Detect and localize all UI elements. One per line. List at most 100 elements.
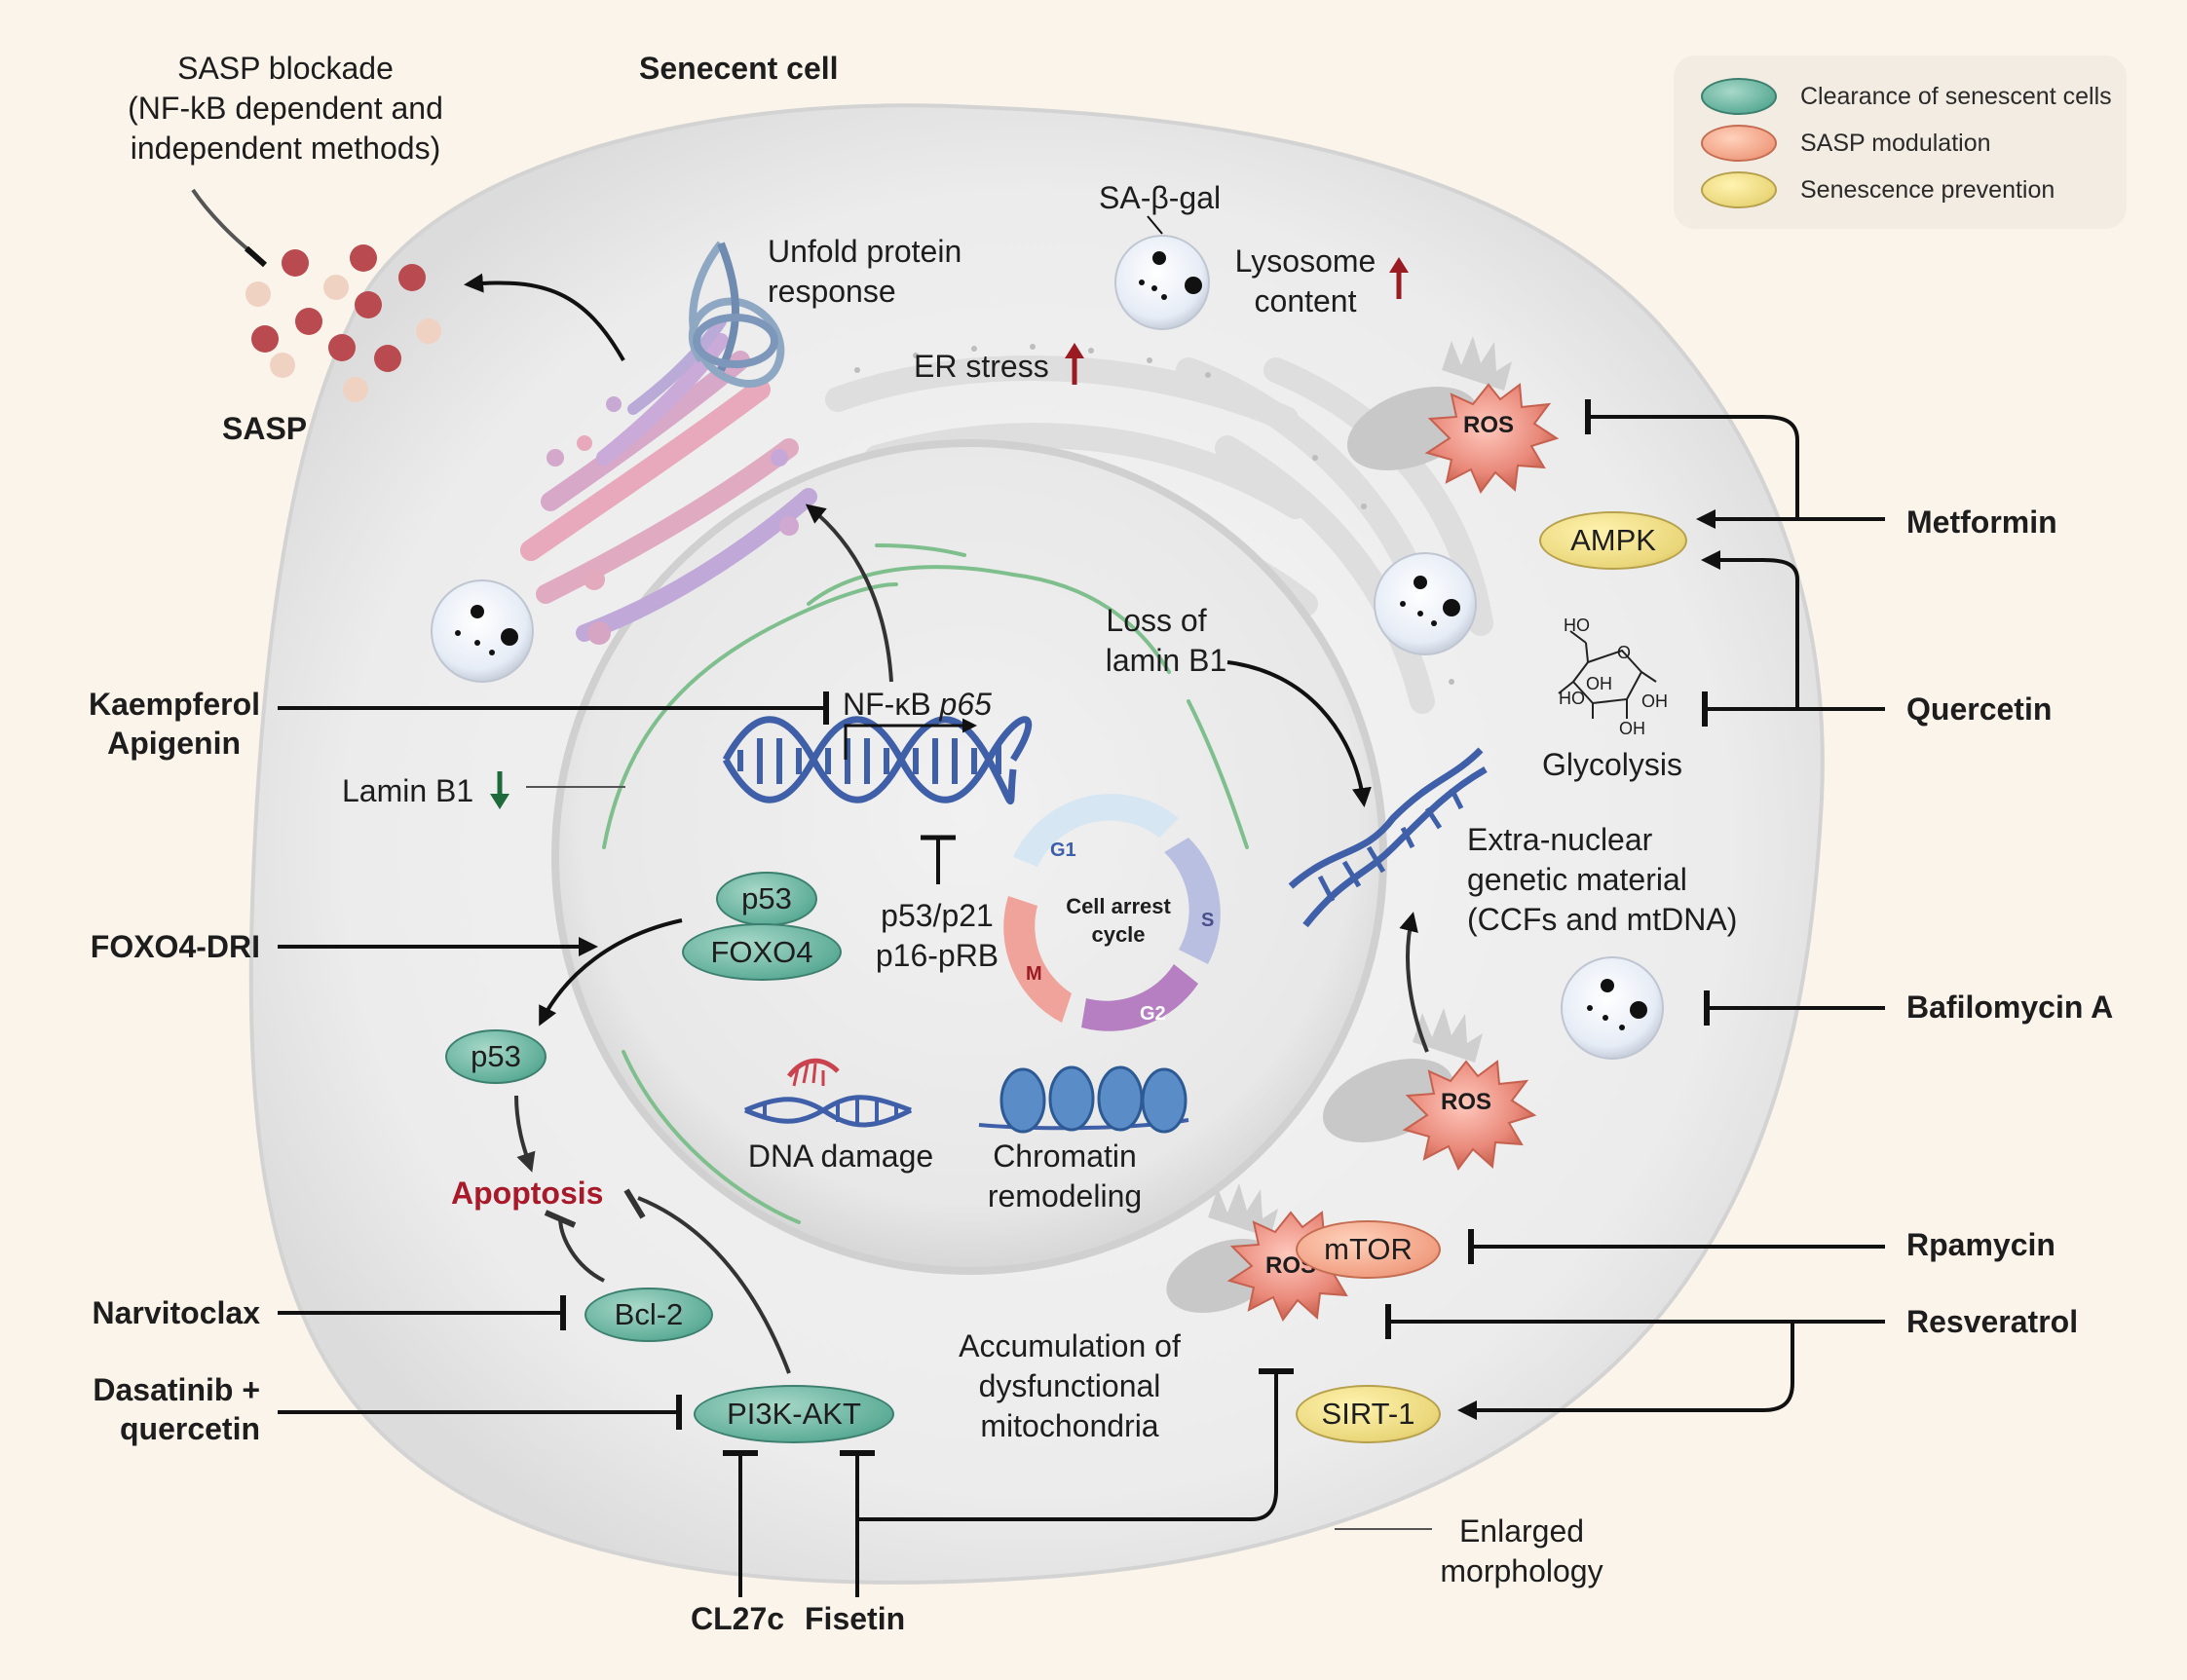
drug-kaempferol: Kaempferol [88,687,260,722]
transcription-arrow [844,718,977,760]
nuclear-lamina [602,543,1249,1224]
pi3k-akt-node: PI3K-AKT [694,1385,894,1443]
extranuclear-line1: Extra-nuclear [1467,822,1653,857]
diagram-title: Senecent cell [639,51,839,86]
inhibition-bars [244,245,1710,1456]
ros-label-1: ROS [1462,412,1515,438]
dna-damage-icon [744,1058,913,1128]
p53p21-label: p53/p21 [881,898,994,933]
mito-line2: dysfunctional [978,1368,1161,1403]
glucose-oh2: OH [1619,719,1645,738]
enlarged-line1: Enlarged [1458,1513,1585,1549]
sasp-blockade-line3: independent methods) [130,131,441,166]
lysosome-left [431,579,534,683]
drug-bafilomycin: Bafilomycin A [1906,989,2114,1025]
chromatin-line1: Chromatin [993,1139,1137,1174]
cycle-s: S [1201,910,1215,931]
legend-swatch-yellow [1701,171,1777,208]
loss-lamin-line1: Loss of [1106,603,1207,638]
loss-lamin-line2: lamin B1 [1105,643,1227,678]
drug-metformin: Metformin [1906,504,2057,540]
nfkb-label: NF-κB p65 [843,685,992,724]
lysosome-up-arrow [1389,257,1409,299]
bcl2-node: Bcl-2 [584,1288,713,1342]
drug-quercetin: Quercetin [1906,691,2053,727]
legend-item-sasp: SASP modulation [1701,124,1991,163]
golgi-apparatus [520,316,817,642]
legend: Clearance of senescent cells SASP modula… [1674,56,2127,229]
cycle-m: M [1026,963,1042,985]
unfolded-protein-icon [688,241,785,388]
drug-rapamycin: Rpamycin [1906,1227,2055,1262]
lysosome-right [1374,552,1477,655]
legend-item-clearance: Clearance of senescent cells [1701,77,2112,116]
dna-damage-label: DNA damage [747,1139,934,1174]
glucose-oh1: OH [1586,674,1612,693]
cell-cycle-ring [1003,794,1221,1031]
ros-burst-1 [1424,383,1560,494]
drug-fisetin: Fisetin [805,1601,906,1636]
drug-foxo4dri: FOXO4-DRI [90,929,260,964]
drug-narvitoclax: Narvitoclax [92,1295,260,1330]
legend-item-prevention: Senescence prevention [1701,170,2055,209]
extranuclear-line3: (CCFs and mtDNA) [1467,902,1738,937]
ros-label-2: ROS [1440,1089,1492,1115]
p16prb-label: p16-pRB [875,938,999,973]
p53-top-node: p53 [716,872,817,926]
glucose-structure-icon [1558,630,1657,719]
drug-apigenin: Apigenin [107,726,241,761]
extranuclear-dna-icon [1288,747,1488,928]
mito-line1: Accumulation of [959,1328,1181,1363]
drug-cl27c: CL27c [691,1601,785,1636]
sirt1-node: SIRT-1 [1296,1385,1441,1443]
ros-burst-2 [1402,1060,1537,1171]
lamin-b1-label: Lamin B1 [342,773,474,808]
glucose-oh3: OH [1641,691,1668,711]
glucose-ho1: HO [1564,616,1590,635]
upr-label-line2: response [768,274,896,309]
mito-line3: mitochondria [980,1408,1159,1443]
chromatin-icon [978,1065,1189,1134]
p53-mid-node: p53 [445,1029,547,1084]
sasp-label: SASP [222,411,308,446]
sabgal-pointer [1147,215,1163,235]
cycle-g2: G2 [1140,1003,1166,1025]
chromatin-line2: remodeling [987,1178,1143,1213]
legend-label: Clearance of senescent cells [1800,82,2112,110]
p65-text: p65 [939,687,992,722]
upr-label-line1: Unfold protein [768,234,962,269]
legend-label: SASP modulation [1800,129,1991,157]
glucose-ho2: HO [1559,689,1585,708]
drug-dasatinib-line2: quercetin [119,1411,260,1446]
enlarged-line2: morphology [1440,1553,1603,1588]
er-stress-up-arrow [1065,343,1084,385]
legend-swatch-salmon [1701,125,1777,162]
mtor-node: mTOR [1296,1220,1441,1279]
sasp-blockade-line2: (NF-kB dependent and [128,91,443,126]
glycolysis-label: Glycolysis [1541,747,1683,782]
cycle-center-line1: Cell arrest [1066,894,1171,918]
sasp-blockade-line1: SASP blockade [177,51,394,86]
extranuclear-line2: genetic material [1467,862,1687,897]
dna-helix-nfkb [722,716,1033,805]
cycle-center-line2: cycle [1091,922,1146,947]
cycle-g1: G1 [1050,840,1076,861]
lysosome-label-line1: Lysosome [1234,243,1376,279]
lysosome-label-line2: content [1254,283,1357,318]
apoptosis-label: Apoptosis [451,1176,604,1211]
legend-label: Senescence prevention [1800,175,2055,204]
drug-resveratrol: Resveratrol [1906,1304,2079,1339]
legend-swatch-teal [1701,78,1777,115]
sasp-particles [245,244,441,402]
lysosome-top [1114,235,1210,330]
lamin-down-arrow [490,771,509,809]
foxo4-node: FOXO4 [682,923,842,981]
lysosome-bafilomycin [1561,956,1664,1060]
golgi-vesicles [547,396,799,645]
nfkb-text: NF-κB [843,687,931,722]
sabgal-label: SA-β-gal [1099,180,1222,215]
drug-dasatinib-line1: Dasatinib + [93,1372,260,1407]
er-stress-label: ER stress [914,349,1049,384]
